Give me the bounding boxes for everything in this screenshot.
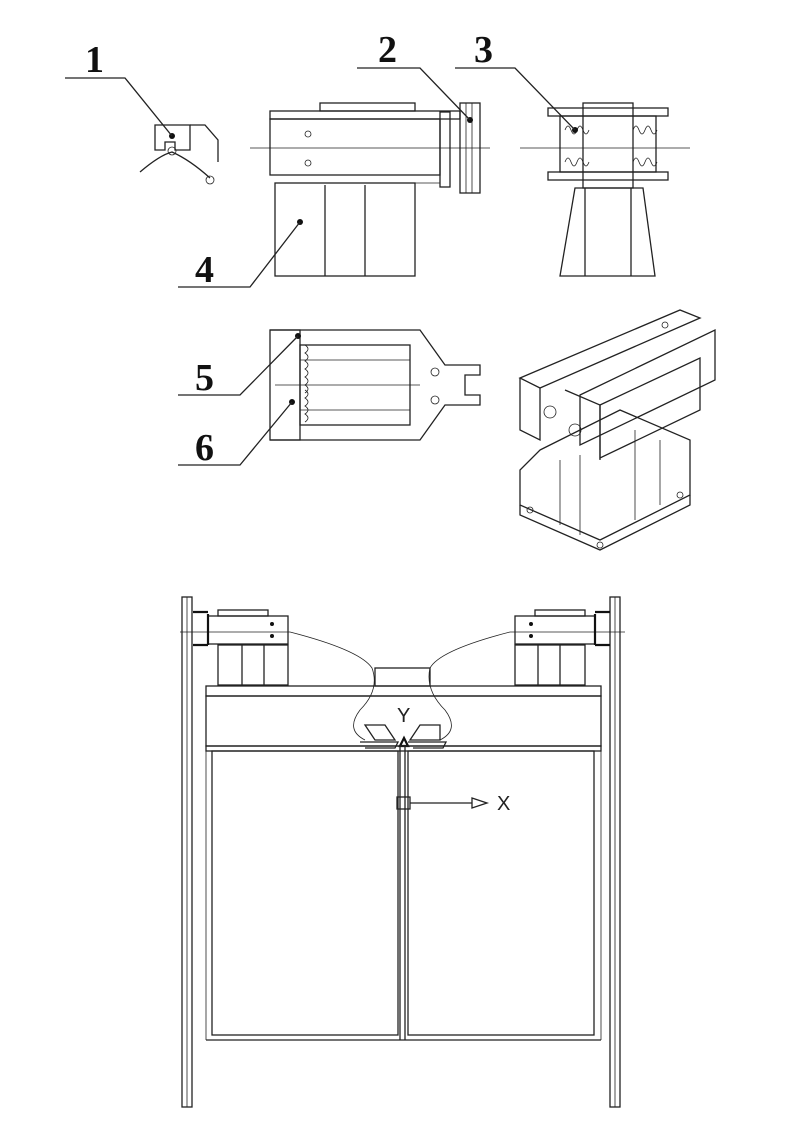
label-5: 5 bbox=[195, 357, 214, 399]
label-6: 6 bbox=[195, 427, 214, 469]
door-assembly-view: Y X bbox=[180, 596, 625, 1108]
label-3: 3 bbox=[474, 29, 493, 71]
guide-front-view bbox=[520, 102, 690, 277]
spring-coils bbox=[564, 125, 658, 167]
axis-label-x: X bbox=[497, 793, 510, 815]
guide-side-view bbox=[250, 102, 490, 277]
axis-label-y: Y bbox=[397, 705, 410, 727]
part-labels: 1 2 3 4 5 6 bbox=[65, 29, 576, 469]
label-2: 2 bbox=[378, 29, 397, 71]
label-4: 4 bbox=[195, 249, 214, 291]
part-1-hook bbox=[139, 124, 219, 185]
guide-top-view bbox=[269, 329, 481, 441]
label-1: 1 bbox=[85, 39, 104, 81]
guide-isometric-view bbox=[518, 309, 716, 551]
